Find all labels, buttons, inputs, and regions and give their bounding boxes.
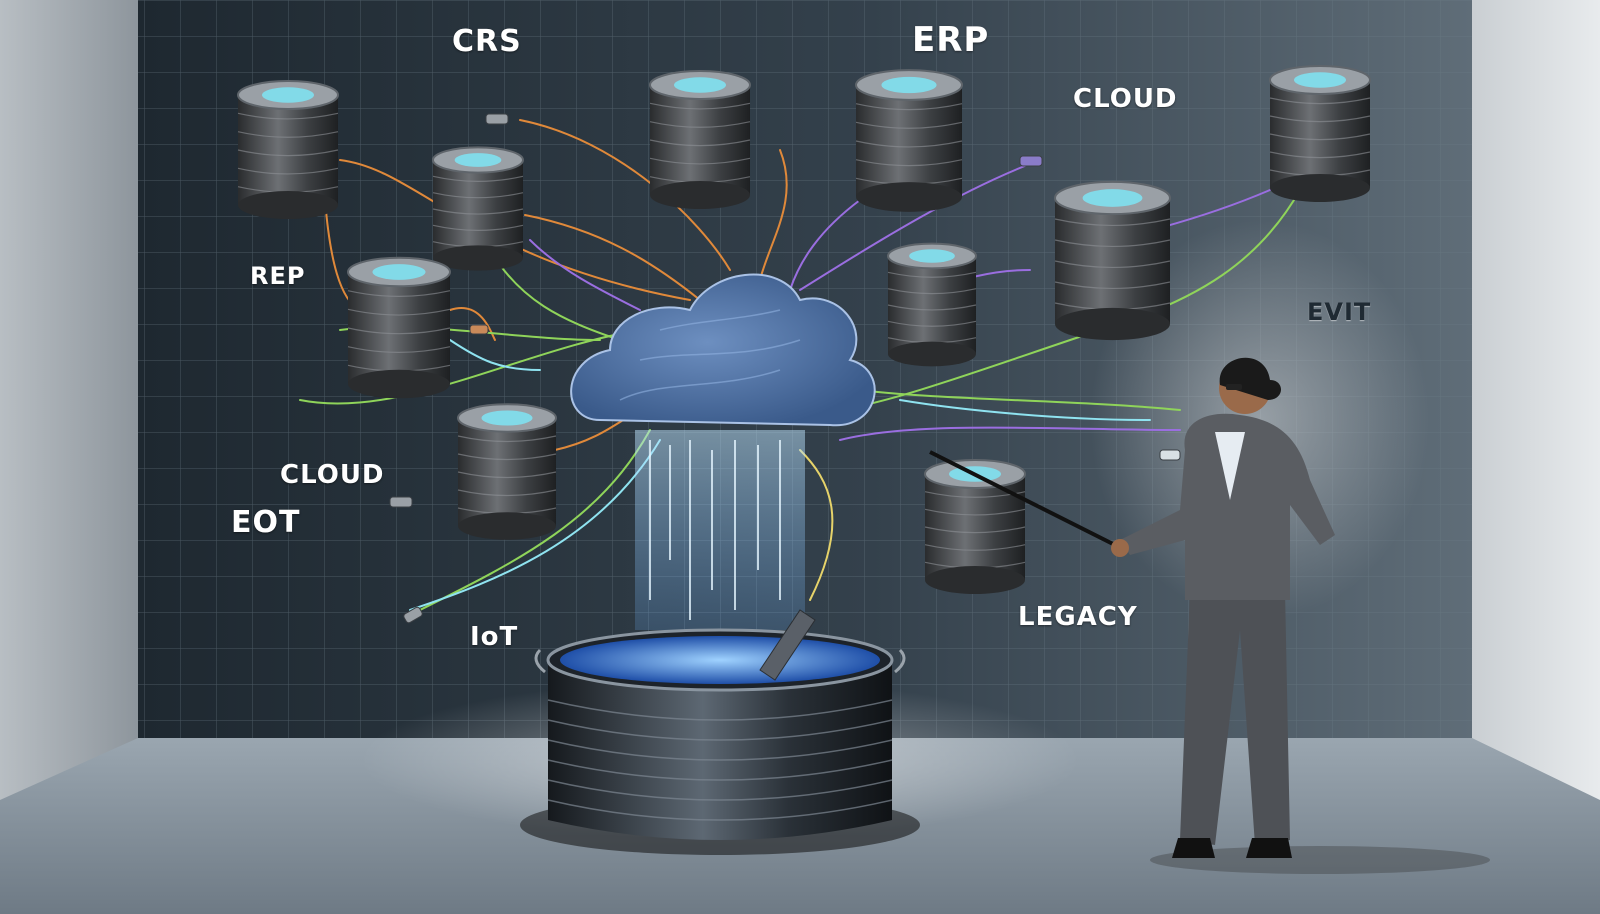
label-evit: EVIT	[1307, 298, 1372, 326]
presenter-figure-icon	[929, 357, 1490, 874]
label-crs: CRS	[452, 24, 522, 59]
label-iot: IoT	[470, 622, 519, 652]
server-drum-icon	[649, 70, 751, 209]
label-eot: EOT	[231, 505, 301, 540]
cloud-icon	[570, 273, 876, 427]
server-drum-icon	[457, 403, 557, 540]
label-rep: REP	[250, 262, 306, 290]
server-drum-icon	[855, 69, 963, 212]
data-rain	[635, 430, 805, 630]
server-group	[237, 65, 1371, 594]
server-drum-icon	[887, 242, 977, 367]
server-drum-icon	[1269, 65, 1371, 202]
label-cloud-top: CLOUD	[1073, 84, 1178, 114]
label-cloud-left: CLOUD	[280, 460, 385, 490]
server-drum-icon	[347, 256, 451, 399]
data-lake-tank-icon	[520, 609, 920, 855]
server-drum-icon	[237, 80, 339, 219]
server-drum-icon	[924, 459, 1026, 594]
server-drum-icon	[432, 146, 524, 271]
server-drum-icon	[1054, 180, 1171, 341]
label-erp: ERP	[912, 20, 990, 60]
label-legacy: LEGACY	[1018, 602, 1138, 632]
pointer-stick	[929, 450, 1116, 547]
cable-plugs	[389, 113, 1181, 624]
